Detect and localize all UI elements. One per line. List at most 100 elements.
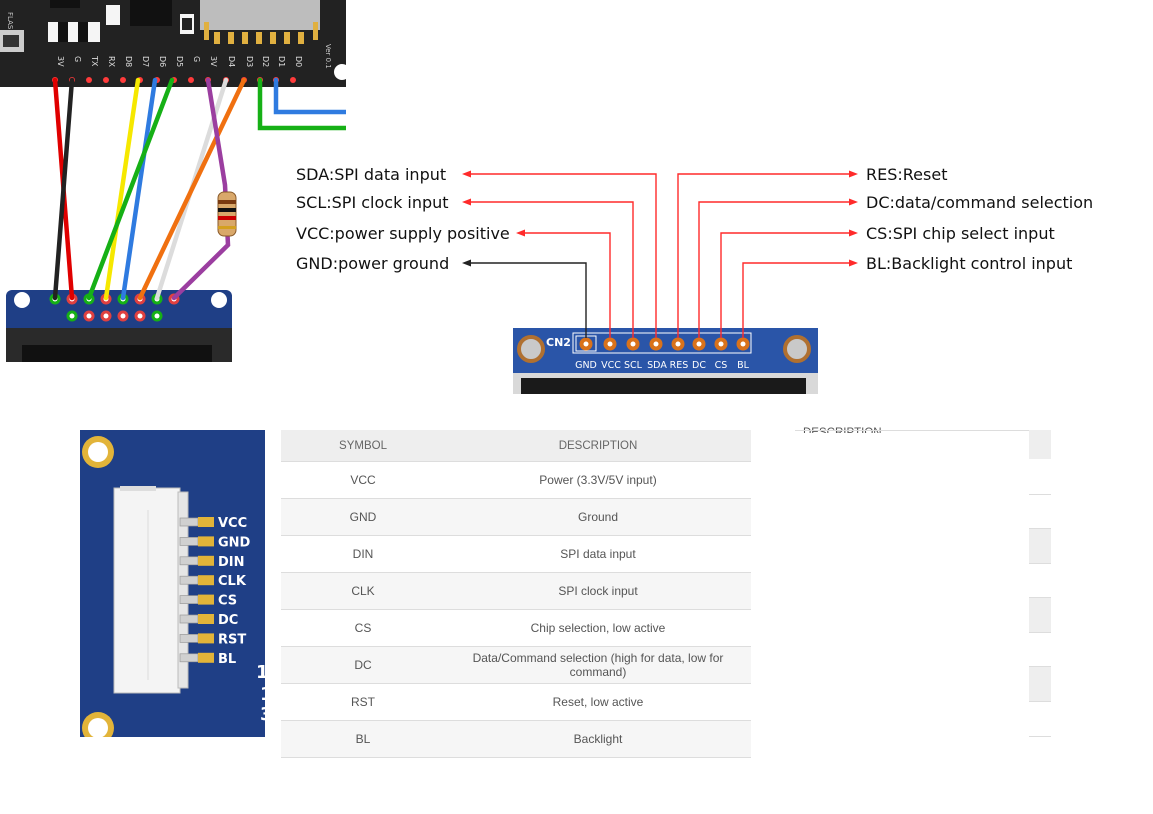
pinout-right-label: RES:Reset [866,165,947,184]
flash-label: FLASH [6,12,14,35]
symbol-cell: RST [281,683,445,721]
arrow-head [849,229,858,237]
pcb-pin-label: BL [737,360,750,371]
symbol-cell: DIN [281,535,445,573]
board-pin-label: CLK [218,574,247,589]
svg-text:3: 3 [260,704,265,725]
symbol-cell: BL [281,720,445,758]
board-pin-label: VCC [218,516,247,531]
pinout-left-label: GND:power ground [296,254,449,273]
board-pin-pad [198,555,214,566]
board-pin-label: D3 [245,56,254,67]
connector-name: CN2 [546,336,571,349]
description-cell: SPI data input [445,535,751,573]
pcb-pin-label: GND [575,360,597,371]
header-pin [290,77,296,83]
pin-lead-left [466,262,587,338]
board-pin-label: GND [218,535,251,550]
pcb-pin-label: DC [692,360,706,371]
board-pin-pad [198,594,214,605]
pcb-pin-label: RES [670,360,689,371]
pcb-pin-label: CS [715,360,728,371]
pin-lead-right [720,232,854,338]
description-cell: Ground [445,498,751,536]
board-pin-label: DIN [218,555,245,570]
pin-lead-right [742,262,854,338]
header-pin [86,77,92,83]
symbol-cell: CLK [281,572,445,610]
pinout-right-label: DC:data/command selection [866,193,1093,212]
board-pin-label: D1 [277,56,286,67]
pin-lead-right [698,201,854,338]
board-pin-label: D2 [261,56,270,67]
board-pin-label: TX [90,55,99,67]
description-cell: SPI clock input [445,572,751,610]
pin-lead-left [466,173,657,338]
pinout-right-label: CS:SPI chip select input [866,224,1055,243]
description-cell: Power (3.3V/5V input) [445,461,751,499]
board-pin-pad [198,575,214,586]
arrow-head [849,259,858,267]
pinout-left-label: SDA:SPI data input [296,165,446,184]
symbol-cell: CS [281,609,445,647]
pin-lead-right [677,173,854,338]
arrow-head [516,229,525,237]
arrow-head [462,170,471,178]
board-pin-pad [198,536,214,547]
symbol-cell: VCC [281,461,445,499]
board-pin-label: RST [218,632,246,647]
wire-green [86,77,175,301]
symbol-cell: GND [281,498,445,536]
board-pin-label: BL [218,652,236,667]
header-pin [103,77,109,83]
description-cell: Chip selection, low active [445,609,751,647]
wire-black [52,77,75,301]
pcb-pin-label: SDA [647,360,667,371]
board-pin-label: 3V [209,56,218,67]
header-pin [120,77,126,83]
svg-text:1: 1 [256,662,265,683]
description-header: DESCRIPTION [445,430,751,462]
pin-lead-left [466,201,634,338]
board-pin-label: G [73,56,82,62]
wire-yellow [103,77,141,301]
symbol-cell: DC [281,646,445,684]
resistor [217,191,237,237]
wire-purple [171,77,231,301]
board-pin-label: G [192,56,201,62]
pcb-pin-label: SCL [624,360,643,371]
pinout-left-label: SCL:SPI clock input [296,193,449,212]
pinout-left-label: VCC:power supply positive [296,224,510,243]
board-pin-label: D4 [227,56,236,67]
board-photo: VCC GND DIN CLK CS DC RST BL 1 1 3 [80,430,265,737]
connector-housing [113,487,181,694]
arrow-head [462,198,471,206]
board-pin-pad [198,633,214,644]
svg-text:1: 1 [260,684,265,705]
board-pin-label: DC [218,613,238,628]
pinout-right-label: BL:Backlight control input [866,254,1072,273]
arrow-head [849,170,858,178]
board-pin-pad [198,652,214,663]
arrow-head [849,198,858,206]
wire-orange [137,77,247,301]
version-label: Ver 0.1 [324,44,332,69]
board-pin-label: D6 [158,56,167,67]
pin-lead-left [520,232,611,338]
board-pin-label: D5 [175,56,184,67]
wire-blue [120,77,158,301]
board-pin-label: CS [218,594,237,609]
description-cell: Backlight [445,720,751,758]
wire-green-right [257,77,346,131]
board-pin-pad [198,614,214,624]
